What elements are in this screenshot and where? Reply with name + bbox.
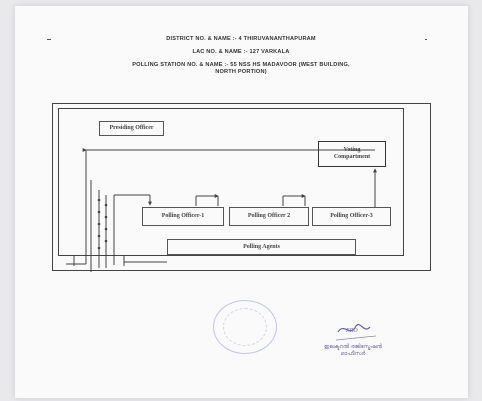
polling-officer-2-box: Polling Officer 2 xyxy=(229,207,309,226)
polling-officer-1-label: Polling Officer-1 xyxy=(161,213,205,219)
header-rule-left xyxy=(47,39,51,40)
polling-agents-box: Polling Agents xyxy=(167,239,356,255)
stamp-text: ഇലക്ടറൽ രജിസ്ട്രേഷൻ ഓഫീസർ xyxy=(324,344,382,357)
polling-station-heading: POLLING STATION NO. & NAME :- 55 NSS HS … xyxy=(132,62,350,68)
district-heading: DISTRICT NO. & NAME :- 4 THIRUVANANTHAPU… xyxy=(166,36,316,42)
hall-outer-wall xyxy=(52,103,431,271)
polling-officer-3-box: Polling Officer-3 xyxy=(312,207,391,226)
polling-officer-1-box: Polling Officer-1 xyxy=(142,207,224,226)
presiding-officer-box: Presiding Officer xyxy=(99,121,164,136)
polling-station-heading-cont: NORTH PORTION) xyxy=(215,69,267,75)
presiding-officer-label: Presiding Officer xyxy=(109,125,154,131)
official-seal-inner xyxy=(223,308,267,346)
polling-agents-label: Polling Agents xyxy=(243,243,280,250)
signature-scribble xyxy=(337,324,371,333)
polling-officer-2-label: Polling Officer 2 xyxy=(247,213,291,219)
lac-heading: LAC NO. & NAME :- 127 VARKALA xyxy=(192,49,290,55)
voting-compartment-label-2: Compartment xyxy=(333,154,371,160)
signature-text: ERO xyxy=(346,328,358,334)
polling-officer-3-label: Polling Officer-3 xyxy=(330,213,373,219)
hall-inner-wall xyxy=(58,108,404,256)
voting-compartment-box: Voting Compartment xyxy=(318,141,386,167)
official-seal xyxy=(213,300,277,354)
header-rule-right xyxy=(425,39,427,40)
